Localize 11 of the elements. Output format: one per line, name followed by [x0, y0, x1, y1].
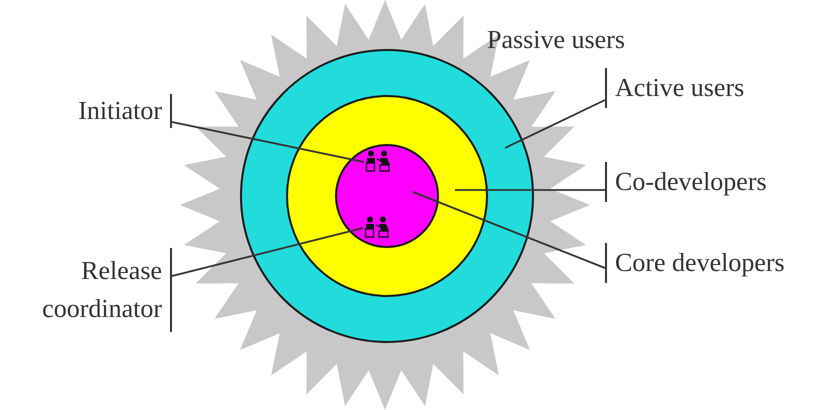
callout-label: Core developers [605, 243, 830, 283]
leader-line [412, 191, 606, 269]
callout-label: Initiator [40, 94, 172, 128]
leader-line [455, 189, 605, 191]
callout-label: Release coordinator [40, 248, 172, 332]
callout-label: Active users [605, 68, 805, 108]
callout-label: Co-developers [605, 162, 805, 202]
leader-line [504, 99, 606, 149]
leader-line [172, 227, 364, 277]
leader-line [172, 121, 364, 163]
region-label: Passive users [487, 24, 625, 56]
